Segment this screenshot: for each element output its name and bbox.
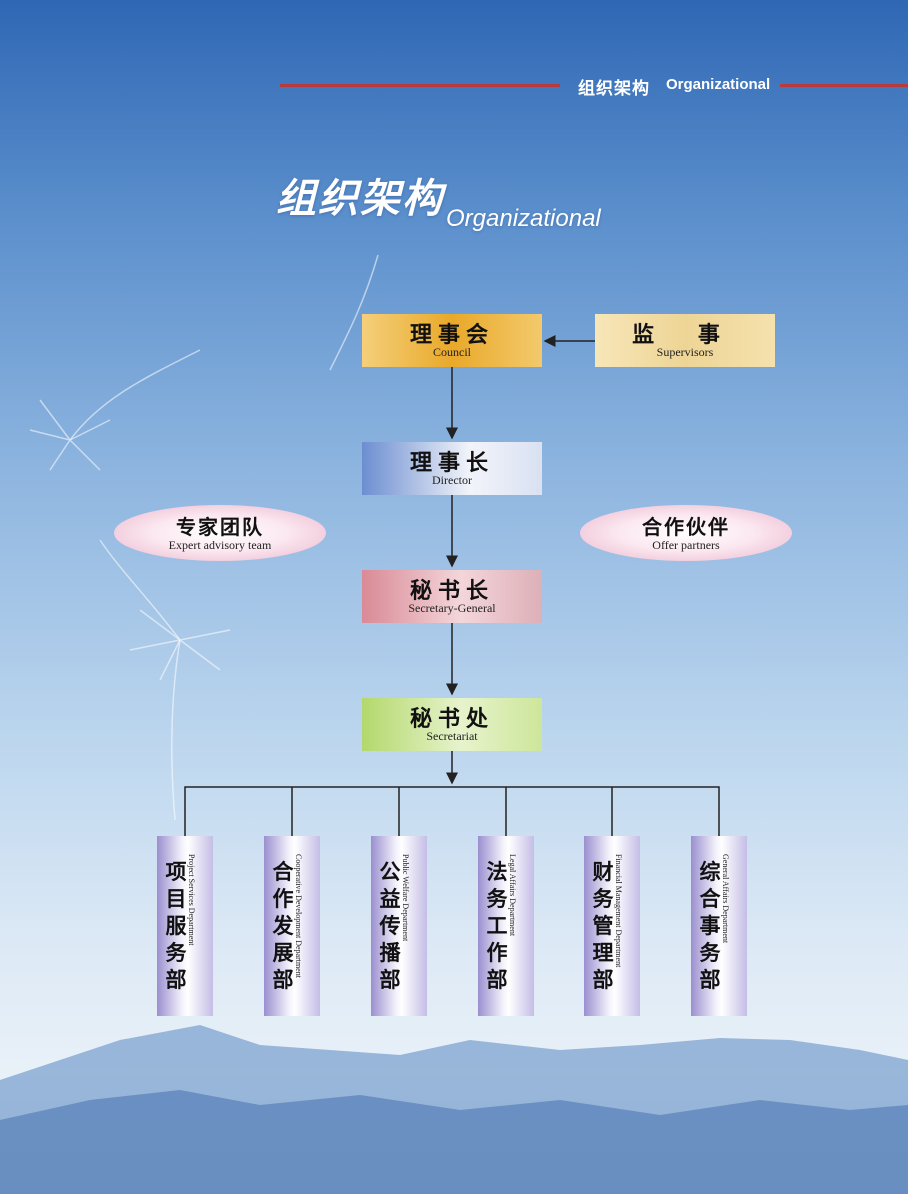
node-secretariat: 秘书处 Secretariat [362, 698, 542, 751]
dept-en: General Affairs Department [721, 854, 730, 944]
node-partners-cn: 合作伙伴 [642, 515, 730, 539]
dept-cn: 公益传播部 [379, 859, 401, 992]
dept-cn: 综合事务部 [699, 859, 721, 992]
node-council: 理事会 Council [362, 314, 542, 367]
node-secretariat-en: Secretariat [426, 729, 478, 743]
node-supervisors-cn: 监 事 [632, 322, 738, 348]
node-partners: 合作伙伴 Offer partners [580, 505, 792, 561]
node-council-cn: 理事会 [409, 322, 494, 348]
dept-project-services: 项目服务部 Project Services Department [157, 836, 213, 1016]
dept-cn: 财务管理部 [592, 859, 614, 992]
dept-general-affairs: 综合事务部 General Affairs Department [691, 836, 747, 1016]
dept-cn: 合作发展部 [272, 859, 294, 992]
page-title-en: Organizational [446, 205, 601, 232]
department-bus-line [184, 786, 720, 836]
node-secretary-general-cn: 秘书长 [409, 578, 494, 604]
node-supervisors-en: Supervisors [656, 345, 714, 359]
header-title-cn: 组织架构 [578, 79, 650, 99]
dept-en: Legal Affairs Department [508, 854, 517, 937]
node-expert-team-en: Expert advisory team [168, 538, 272, 552]
dept-cn: 法务工作部 [486, 859, 508, 992]
node-director-en: Director [432, 473, 472, 487]
node-expert-team: 专家团队 Expert advisory team [114, 505, 326, 561]
node-secretariat-cn: 秘书处 [409, 706, 494, 732]
dandelion-seeds-decoration [29, 254, 379, 821]
dept-en: Public Welfare Department [401, 854, 410, 942]
node-secretary-general-en: Secretary-General [408, 601, 496, 615]
header-rule-right [780, 84, 908, 87]
node-supervisors: 监 事 Supervisors [595, 314, 775, 367]
header-title-en: Organizational [666, 76, 771, 93]
dept-cooperative-development: 合作发展部 Cooperative Development Department [264, 836, 320, 1016]
page-title-cn: 组织架构 [276, 176, 444, 222]
node-director-cn: 理事长 [409, 450, 494, 476]
node-council-en: Council [433, 345, 471, 359]
node-secretary-general: 秘书长 Secretary-General [362, 570, 542, 623]
dept-en: Project Services Department [187, 854, 196, 946]
node-partners-en: Offer partners [652, 538, 720, 552]
dept-financial-management: 财务管理部 Financial Management Department [584, 836, 640, 1016]
dept-cn: 项目服务部 [165, 859, 187, 992]
node-expert-team-cn: 专家团队 [176, 515, 264, 539]
header-rule-left [280, 84, 560, 87]
dept-legal-affairs: 法务工作部 Legal Affairs Department [478, 836, 534, 1016]
dept-public-welfare: 公益传播部 Public Welfare Department [371, 836, 427, 1016]
dept-en: Cooperative Development Department [294, 854, 303, 978]
dept-en: Financial Management Department [614, 854, 623, 968]
node-director: 理事长 Director [362, 442, 542, 495]
mountain-range-front [0, 1090, 908, 1194]
